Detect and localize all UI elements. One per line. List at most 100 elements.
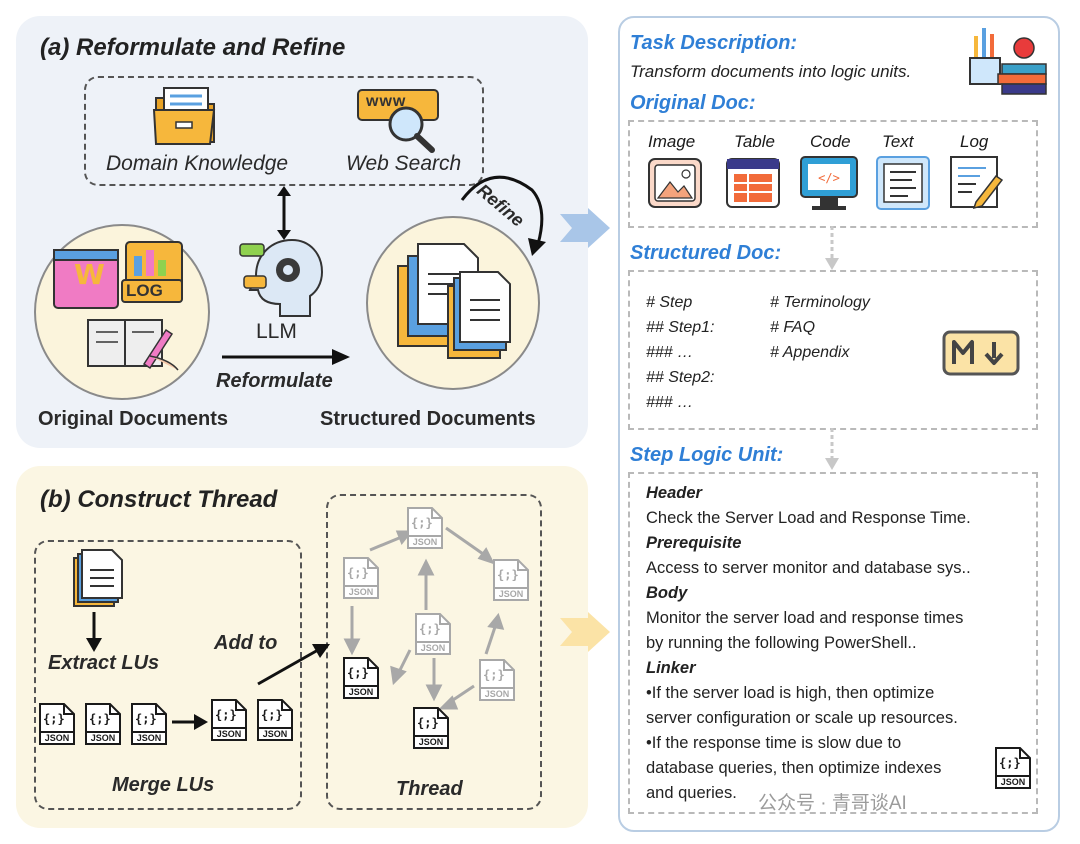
code-icon: </>: [800, 156, 858, 210]
web-search-label: Web Search: [346, 152, 462, 175]
json-braces-text: {;}: [135, 712, 157, 726]
thread-box: [326, 494, 542, 810]
reformulate-label: Reformulate: [216, 370, 333, 392]
structured-col-1: # Step ## Step1: ### … ## Step2: ### …: [646, 290, 715, 415]
json-label-text: JSON: [348, 587, 374, 597]
json-label-text: JSON: [420, 643, 446, 653]
dashed-down-arrow-2: [825, 428, 839, 470]
json-file-icon: {;} JSON: [38, 702, 76, 746]
folder-icon: [152, 87, 216, 145]
panel-construct-thread: [16, 466, 588, 828]
json-braces-text: {;}: [215, 708, 237, 722]
json-label-text: JSON: [348, 687, 374, 697]
knowledge-box: [84, 76, 484, 186]
json-file-icon: {;}JSON: [412, 706, 450, 750]
step-logic-unit-content: Header Check the Server Load and Respons…: [646, 481, 1026, 806]
extract-lus-label: Extract LUs: [48, 652, 160, 674]
json-file-icon: {;} JSON: [994, 746, 1032, 790]
json-braces-text: {;}: [999, 756, 1021, 770]
json-braces-text: {;}: [347, 566, 369, 580]
original-documents-icons: [53, 241, 183, 371]
prerequisite-label: Prerequisite: [646, 534, 742, 552]
extract-down-arrow: [86, 612, 102, 652]
structured-line: # Appendix: [770, 344, 850, 361]
json-file-icon: {;} JSON: [414, 612, 452, 656]
json-file-icon: {;}JSON: [492, 558, 530, 602]
linker-2a: •If the response time is slow due to: [646, 734, 902, 752]
json-braces-text: {;}: [261, 708, 283, 722]
svg-text:</>: </>: [818, 171, 840, 185]
thread-graph: [343, 526, 505, 710]
json-file-icon: {;}JSON: [478, 658, 516, 702]
json-file-icon: {;} JSON: [342, 556, 380, 600]
json-file-icon: {;} JSON: [210, 698, 248, 742]
json-label-text: JSON: [136, 733, 162, 743]
json-braces-text: {;}: [419, 622, 441, 636]
linker-2b: database queries, then optimize indexes: [646, 759, 942, 777]
task-description-heading: Task Description:: [630, 32, 798, 54]
structured-documents-label: Structured Documents: [320, 408, 536, 430]
original-documents-label: Original Documents: [38, 408, 229, 430]
json-label-text: JSON: [262, 729, 288, 739]
structured-line: # Terminology: [770, 294, 870, 311]
json-file-icon: {;} JSON: [130, 702, 168, 746]
structured-line: ## Step1:: [646, 319, 715, 336]
linker-label: Linker: [646, 659, 696, 677]
books-icon: [969, 28, 1047, 95]
web-search-icon: [357, 89, 439, 153]
blue-chevron-arrow: [560, 208, 610, 248]
header-text: Check the Server Load and Response Time.: [646, 509, 971, 527]
json-braces-text: {;}: [43, 712, 65, 726]
double-arrow-icon: [277, 186, 291, 240]
extract-merge-box: [34, 540, 302, 810]
doc-type-text: Text: [882, 132, 914, 151]
json-label-text: JSON: [484, 689, 510, 699]
doc-type-image: Image: [648, 132, 696, 151]
dashed-down-arrow-1: [825, 226, 839, 270]
image-icon: [648, 158, 702, 208]
step-logic-unit-box: [628, 472, 1038, 814]
json-file-icon: {;} JSON: [342, 656, 380, 700]
panel-a-title: (a) Reformulate and Refine: [40, 34, 346, 61]
merge-lus-label: Merge LUs: [112, 774, 215, 796]
step-logic-unit-heading: Step Logic Unit:: [630, 444, 784, 466]
structured-line: ### …: [646, 394, 694, 411]
add-to-label: Add to: [214, 632, 278, 654]
word-icon: W: [74, 258, 105, 291]
json-file-icon: {;} JSON: [84, 702, 122, 746]
thread-label: Thread: [396, 778, 463, 800]
structured-doc-heading: Structured Doc:: [630, 242, 782, 264]
watermark: 公众号 · 青哥谈AI: [758, 793, 907, 814]
header-label: Header: [646, 484, 702, 502]
structured-line: ## Step2:: [646, 369, 715, 386]
json-braces-text: {;}: [411, 516, 433, 530]
prerequisite-text: Access to server monitor and database sy…: [646, 559, 971, 577]
llm-label: LLM: [256, 320, 297, 343]
document-stack-icon: [73, 549, 123, 607]
log-file-icon: [950, 156, 1004, 210]
body-text-1: Monitor the server load and response tim…: [646, 609, 964, 627]
json-braces-text: {;}: [347, 666, 369, 680]
linker-2c: and queries.: [646, 784, 737, 802]
yellow-chevron-arrow: [560, 612, 610, 652]
json-braces-text: {;}: [497, 568, 519, 582]
original-doc-heading: Original Doc:: [630, 92, 756, 114]
structured-col-2: # Terminology # FAQ # Appendix: [770, 290, 870, 365]
logic-unit-panel: [618, 16, 1060, 832]
json-label-text: JSON: [90, 733, 116, 743]
json-braces-text: {;}: [89, 712, 111, 726]
json-file-icon: {;} JSON: [256, 698, 294, 742]
structured-line: ### …: [646, 344, 694, 361]
json-label-text: JSON: [44, 733, 70, 743]
merge-arrow: [172, 714, 208, 730]
linker-1a: •If the server load is high, then optimi…: [646, 684, 935, 702]
add-to-arrow: [257, 644, 330, 686]
json-label-text: JSON: [216, 729, 242, 739]
llm-head-icon: [239, 238, 324, 317]
json-label-text: JSON: [1000, 777, 1026, 787]
table-icon: [726, 158, 780, 208]
linker-1b: server configuration or scale up resourc…: [646, 709, 958, 727]
json-file-icon: {;}JSON: [406, 506, 444, 550]
structured-line: # Step: [646, 294, 693, 311]
body-label: Body: [646, 584, 688, 602]
